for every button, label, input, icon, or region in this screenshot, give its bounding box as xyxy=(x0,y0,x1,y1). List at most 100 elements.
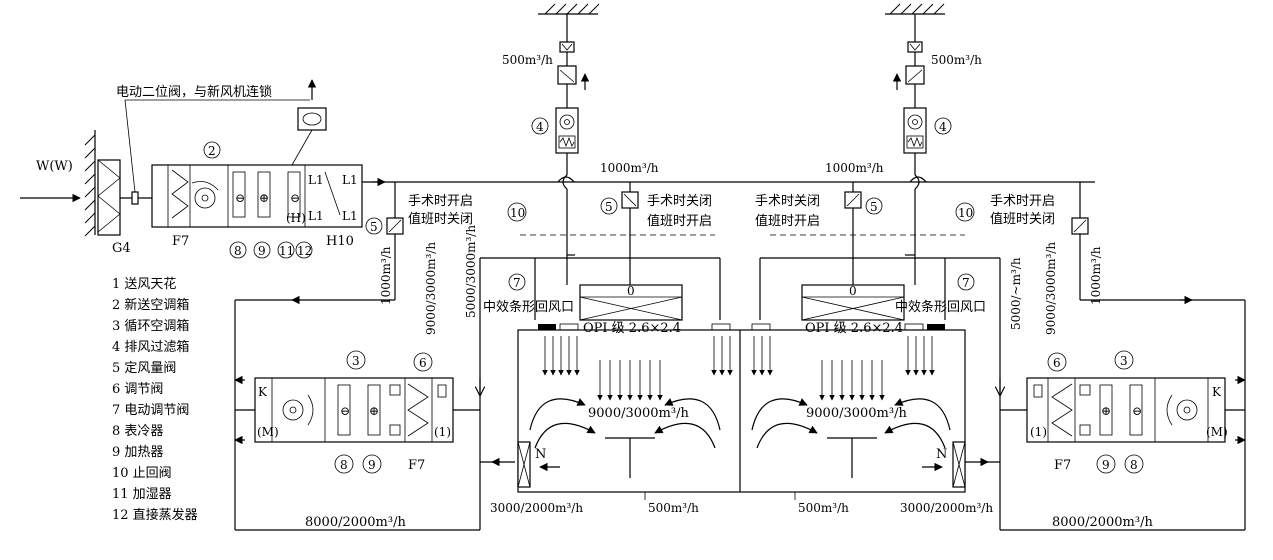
h10-label: H10 xyxy=(326,234,354,249)
supply-flow-left: 1000m³/h xyxy=(600,161,659,175)
exhaust-flow-left: 500m³/h xyxy=(502,53,553,67)
return-loop-left xyxy=(234,257,565,531)
marker-9-fresh: 9 xyxy=(258,244,266,258)
op-open-right: 手术时开启 xyxy=(990,194,1055,209)
two-position-valve xyxy=(131,191,139,205)
marker-3-left: 3 xyxy=(352,354,360,368)
flow-9000-right: 9000/3000m³/h xyxy=(1044,242,1058,335)
svg-text:(1): (1) xyxy=(434,425,451,439)
f7-label-fresh: F7 xyxy=(172,234,189,249)
legend: 1 送风天花 2 新送空调箱 3 循环空调箱 4 排风过滤箱 5 定风量阀 6 … xyxy=(112,276,198,523)
return-flow-right: 3000/2000m³/h xyxy=(900,501,993,515)
marker-4-left: 4 xyxy=(536,120,544,134)
marker-8-right: 8 xyxy=(1130,458,1138,472)
flow-5000-right: 5000/~m³/h xyxy=(1009,257,1023,330)
legend-item: 6 调节阀 xyxy=(112,382,163,397)
svg-text:⊖: ⊖ xyxy=(1132,404,1142,418)
svg-text:⊖: ⊖ xyxy=(235,191,245,205)
op-close-right: 手术时关闭 xyxy=(755,194,820,209)
g4-filter xyxy=(97,159,121,236)
n-label-right: N xyxy=(936,447,947,462)
marker-9-right: 9 xyxy=(1102,458,1110,472)
k-label-left: K xyxy=(258,385,268,399)
exhaust-stack-left xyxy=(538,3,600,285)
legend-item: 4 排风过滤箱 xyxy=(112,339,189,355)
loop-flow-left: 8000/2000m³/h xyxy=(305,515,406,530)
svg-text:⊖: ⊖ xyxy=(340,404,350,418)
legend-item: 8 表冷器 xyxy=(112,424,163,439)
marker-9-left: 9 xyxy=(368,458,376,472)
branch-flow-right: 1000m³/h xyxy=(1089,246,1103,305)
flow-9000-left: 9000/3000m³/h xyxy=(424,242,438,335)
exhaust-flow-right: 500m³/h xyxy=(931,53,982,67)
legend-item: 3 循环空调箱 xyxy=(112,318,189,334)
duty-close-right: 值班时关闭 xyxy=(990,211,1055,227)
zero-left: 0 xyxy=(627,284,635,298)
marker-5-left: 5 xyxy=(370,220,378,234)
flow-5000-left: 5000/3000m³/h xyxy=(464,225,478,318)
duty-open-right: 值班时开启 xyxy=(755,213,820,229)
marker-3-right: 3 xyxy=(1120,354,1128,368)
return-grille-right: 中效条形回风口 xyxy=(895,299,986,315)
marker-5-center-right: 5 xyxy=(870,200,878,214)
duty-open-left: 值班时开启 xyxy=(647,213,712,229)
marker-12: 12 xyxy=(297,244,312,258)
bottom-flow-right: 500m³/h xyxy=(798,501,849,515)
op-open-left: 手术时开启 xyxy=(408,194,473,209)
k-label-right: K xyxy=(1212,385,1222,399)
duty-close-left: 值班时关闭 xyxy=(408,211,473,227)
bottom-flow-left: 500m³/h xyxy=(648,501,699,515)
svg-text:(M): (M) xyxy=(257,425,279,439)
valve-note: 电动二位阀，与新风机连锁 xyxy=(116,84,272,100)
exhaust-stack-right xyxy=(885,3,945,285)
marker-7-left: 7 xyxy=(513,276,521,290)
f7-label-ahu-left: F7 xyxy=(408,458,425,473)
legend-item: 10 止回阀 xyxy=(112,466,172,481)
legend-item: 11 加湿器 xyxy=(112,487,172,502)
svg-text:⊕: ⊕ xyxy=(369,404,379,418)
zero-right: 0 xyxy=(849,284,857,298)
marker-4-right: 4 xyxy=(939,120,947,134)
marker-2: 2 xyxy=(208,144,216,158)
return-grille-left: 中效条形回风口 xyxy=(483,299,574,315)
svg-text:⊕: ⊕ xyxy=(259,191,269,205)
svg-text:L1: L1 xyxy=(308,173,324,187)
opi-left: OPI 级 2.6×2.4 xyxy=(583,321,681,336)
legend-item: 5 定风量阀 xyxy=(112,361,176,376)
svg-text:L1: L1 xyxy=(308,209,324,223)
legend-item: 12 直接蒸发器 xyxy=(112,507,198,523)
legend-item: 2 新送空调箱 xyxy=(112,297,189,313)
marker-8-fresh: 8 xyxy=(234,244,242,258)
marker-6-right: 6 xyxy=(1053,356,1061,370)
branch-flow-left: 1000m³/h xyxy=(379,246,393,305)
op-close-left: 手术时关闭 xyxy=(647,194,712,209)
circulating-ahu-left: K (M) ⊖ ⊕ (1) xyxy=(254,377,454,443)
f7-label-ahu-right: F7 xyxy=(1054,458,1071,473)
legend-item: 7 电动调节阀 xyxy=(112,403,189,418)
marker-8-left: 8 xyxy=(340,458,348,472)
svg-text:L1: L1 xyxy=(342,209,358,223)
marker-11: 11 xyxy=(279,244,294,258)
marker-7-right: 7 xyxy=(962,276,970,290)
svg-text:⊖: ⊖ xyxy=(290,191,300,205)
marker-10-right: 10 xyxy=(958,206,973,220)
svg-text:L1: L1 xyxy=(342,173,358,187)
circulating-ahu-right: (1) ⊕ ⊖ K (M) xyxy=(1026,377,1228,443)
return-flow-left: 3000/2000m³/h xyxy=(490,501,583,515)
airflow-arrows xyxy=(529,336,951,449)
marker-10-left: 10 xyxy=(510,206,525,220)
loop-flow-right: 8000/2000m³/h xyxy=(1052,515,1153,530)
room-flow-left: 9000/3000m³/h xyxy=(588,406,689,421)
supply-flow-right: 1000m³/h xyxy=(825,161,884,175)
supply-ceiling-left xyxy=(579,284,683,321)
supply-ceiling-right xyxy=(801,284,905,321)
legend-item: 9 加热器 xyxy=(112,445,163,460)
marker-5-center-left: 5 xyxy=(605,200,613,214)
legend-item: 1 送风天花 xyxy=(112,276,176,292)
outdoor-wall-left xyxy=(84,130,96,237)
return-loop-right xyxy=(915,257,1246,531)
room-flow-right: 9000/3000m³/h xyxy=(806,406,907,421)
opi-right: OPI 级 2.6×2.4 xyxy=(805,321,903,336)
svg-text:(M): (M) xyxy=(1206,425,1228,439)
